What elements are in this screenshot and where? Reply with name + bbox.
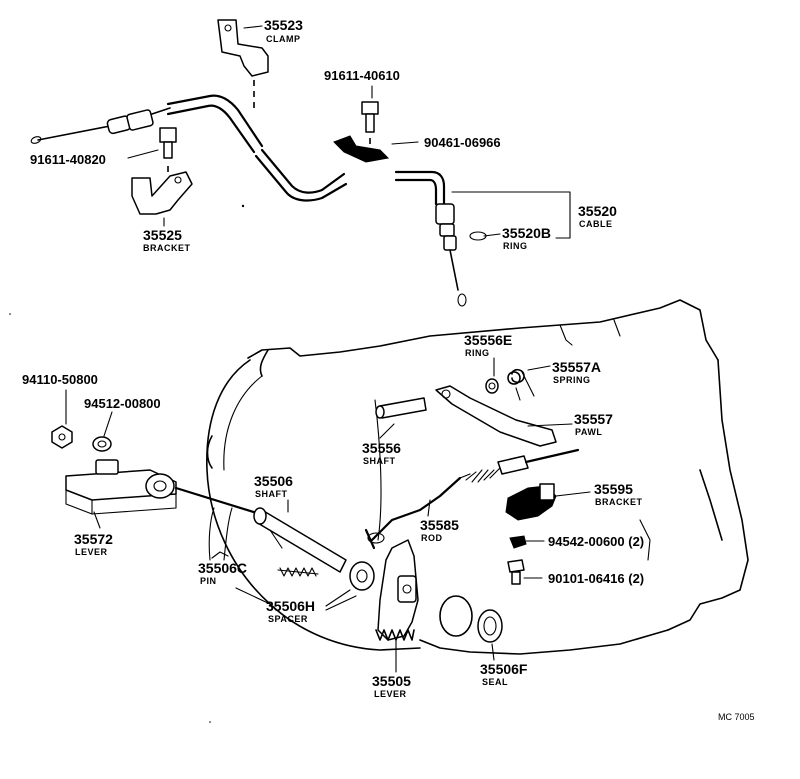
label-94542-00600: 94542-00600 (2): [548, 534, 644, 549]
label-35595-name: BRACKET: [595, 497, 643, 507]
rod-link: [174, 486, 262, 516]
label-35572-name: LEVER: [75, 547, 108, 557]
label-35520-number: 35520: [578, 203, 617, 219]
bracket-35595: [505, 483, 557, 521]
label-35505-number: 35505: [372, 673, 411, 689]
label-35525-number: 35525: [143, 227, 182, 243]
label-35557-name: PAWL: [575, 427, 602, 437]
diagram-code: MC 7005: [718, 712, 755, 722]
leader-lines: [65, 25, 591, 673]
label-35523-number: 35523: [264, 17, 303, 33]
label-35505-name: LEVER: [374, 689, 407, 699]
shaft-35506: [253, 507, 347, 573]
label-35572-number: 35572: [74, 531, 113, 547]
mark-dot: [209, 721, 211, 723]
label-35506-name: SHAFT: [255, 489, 288, 499]
label-35557a-name: SPRING: [553, 375, 591, 385]
label-35556-number: 35556: [362, 440, 401, 456]
label-35506f-name: SEAL: [482, 677, 508, 687]
nut-94110-50800: [51, 425, 73, 449]
label-35520-name: CABLE: [579, 219, 613, 229]
bracket-35525: [131, 171, 193, 215]
label-35525-name: BRACKET: [143, 243, 191, 253]
lever-35572: [65, 459, 177, 515]
part-labels: 35523 CLAMP 91611-40610 91611-40820 9046…: [22, 17, 755, 722]
label-35595-number: 35595: [594, 481, 633, 497]
label-90101-06416: 90101-06416 (2): [548, 571, 644, 586]
clamp-35523: [217, 19, 269, 112]
label-35557-number: 35557: [574, 411, 613, 427]
label-94512-00800: 94512-00800: [84, 396, 161, 411]
lever-35505: [375, 539, 419, 641]
label-90461-06966: 90461-06966: [424, 135, 501, 150]
label-35506f-number: 35506F: [480, 661, 528, 677]
bolt-90101-06416: [507, 559, 525, 585]
bolt-91611-40820: [159, 127, 177, 176]
rod-35585: [364, 448, 580, 550]
label-91611-40610: 91611-40610: [324, 68, 400, 83]
label-35506-number: 35506: [254, 473, 293, 489]
mark-dot: [9, 313, 11, 315]
mark-dot: [241, 204, 245, 208]
label-35506h-name: SPACER: [268, 614, 308, 624]
label-35557a-number: 35557A: [552, 359, 601, 375]
label-35556-name: SHAFT: [363, 456, 396, 466]
label-35506h-number: 35506H: [266, 598, 315, 614]
label-35556e-name: RING: [465, 348, 490, 358]
label-35520b-number: 35520B: [502, 225, 551, 241]
pawl-35557: [435, 385, 557, 447]
cable-assembly: [30, 94, 467, 307]
screw-94542-00600: [509, 535, 527, 549]
label-35585-number: 35585: [420, 517, 459, 533]
label-35506c-number: 35506C: [198, 560, 247, 576]
label-91611-40820: 91611-40820: [30, 152, 106, 167]
label-35556e-number: 35556E: [464, 332, 512, 348]
transmission-case: [206, 299, 749, 655]
bolt-91611-40610: [361, 101, 379, 150]
pin-35506c: [277, 567, 319, 577]
spacer-35506h: [349, 561, 375, 591]
ring-35556e: [485, 378, 499, 394]
bracket-90461-06966: [333, 135, 390, 163]
label-94110-50800: 94110-50800: [22, 372, 98, 387]
seal-35506f: [477, 609, 503, 643]
label-35523-name: CLAMP: [266, 34, 301, 44]
washer-94512-00800: [92, 436, 112, 452]
label-35585-name: ROD: [421, 533, 443, 543]
label-35520b-name: RING: [503, 241, 528, 251]
shaft-35556: [375, 397, 427, 419]
spring-35557a: [507, 368, 535, 401]
label-35506c-name: PIN: [200, 576, 217, 586]
